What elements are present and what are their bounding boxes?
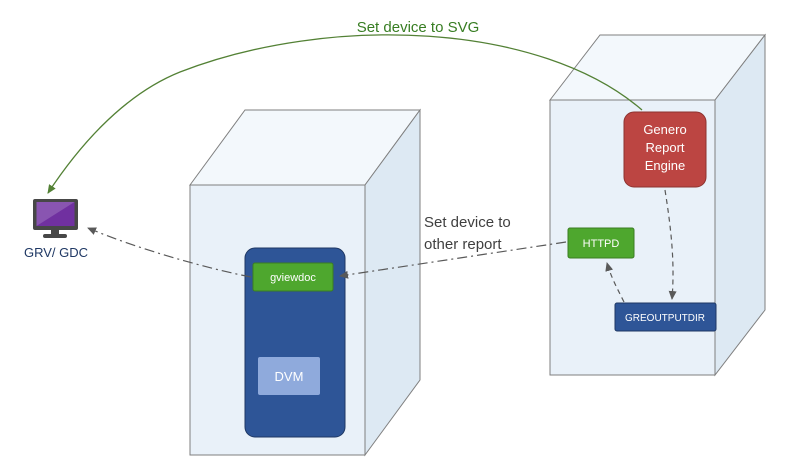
greoutputdir-label: GREOUTPUTDIR bbox=[625, 313, 705, 324]
dvm-box bbox=[258, 357, 320, 395]
engine-box bbox=[623, 111, 707, 188]
gviewdoc-box bbox=[252, 262, 334, 292]
monitor-base bbox=[43, 234, 67, 238]
engine-label-line3: Engine bbox=[645, 158, 685, 173]
httpd-label: HTTPD bbox=[583, 238, 620, 250]
arrow-gviewdoc-to-client bbox=[87, 227, 252, 278]
httpd-box bbox=[567, 227, 635, 259]
monitor-screen-glare bbox=[36, 202, 75, 226]
genero-report-engine: Genero Report Engine bbox=[623, 111, 707, 188]
label-set-device-other-line1: Set device to bbox=[424, 214, 511, 231]
arrow-engine-to-client-svg bbox=[47, 34, 643, 194]
greoutputdir-box bbox=[614, 302, 717, 332]
arrow-httpd-to-gviewdoc bbox=[339, 241, 567, 279]
middle-server-cube bbox=[189, 108, 421, 457]
arrow-outputdir-to-httpd bbox=[605, 262, 625, 303]
httpd-node: HTTPD bbox=[567, 227, 635, 259]
runtime-container: gviewdoc DVM bbox=[244, 247, 346, 438]
monitor-neck bbox=[51, 230, 59, 234]
label-set-device-other-line2: other report bbox=[424, 236, 502, 253]
label-set-device-svg: Set device to SVG bbox=[357, 19, 480, 36]
engine-label-line2: Report bbox=[645, 140, 684, 155]
gviewdoc-label: gviewdoc bbox=[270, 272, 316, 284]
monitor-screen bbox=[36, 202, 75, 226]
greoutputdir-node: GREOUTPUTDIR bbox=[614, 302, 717, 332]
client-label: GRV/ GDC bbox=[24, 245, 88, 260]
arrow-engine-to-outputdir bbox=[664, 189, 677, 300]
engine-label-line1: Genero bbox=[643, 122, 686, 137]
client-monitor bbox=[33, 199, 78, 238]
dvm-label: DVM bbox=[275, 369, 304, 384]
